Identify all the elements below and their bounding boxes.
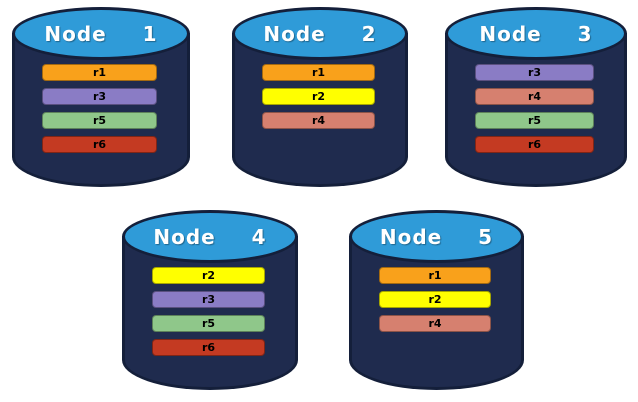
cylinder-top-ellipse: Node 2 (232, 7, 408, 60)
replica-list: r1 r2 r4 (379, 267, 491, 332)
cylinder-top-ellipse: Node 5 (349, 210, 524, 263)
replica-bar-r2: r2 (152, 267, 265, 284)
replica-bar-r5: r5 (475, 112, 594, 129)
replica-bar-r5: r5 (42, 112, 157, 129)
replica-bar-r1: r1 (262, 64, 375, 81)
replica-list: r1 r2 r4 (262, 64, 375, 129)
node-title: Node 5 (379, 224, 494, 249)
replica-bar-r6: r6 (42, 136, 157, 153)
replica-list: r1 r3 r5 r6 (42, 64, 157, 153)
replica-bar-r5: r5 (152, 315, 265, 332)
node-2-cylinder: Node 2 r1 r2 r4 (232, 7, 408, 187)
replica-list: r3 r4 r5 r6 (475, 64, 594, 153)
replica-bar-r4: r4 (379, 315, 491, 332)
node-title: Node 2 (263, 21, 377, 46)
replica-bar-r1: r1 (379, 267, 491, 284)
replica-bar-r3: r3 (42, 88, 157, 105)
node-title: Node 3 (479, 21, 593, 46)
cylinder-top-ellipse: Node 3 (445, 7, 627, 60)
replica-bar-r2: r2 (379, 291, 491, 308)
replica-list: r2 r3 r5 r6 (152, 267, 265, 356)
node-4-cylinder: Node 4 r2 r3 r5 r6 (122, 210, 298, 390)
node-1-cylinder: Node 1 r1 r3 r5 r6 (12, 7, 190, 187)
replica-bar-r1: r1 (42, 64, 157, 81)
node-title: Node 1 (44, 21, 158, 46)
node-title: Node 4 (153, 224, 267, 249)
replica-bar-r6: r6 (152, 339, 265, 356)
node-3-cylinder: Node 3 r3 r4 r5 r6 (445, 7, 627, 187)
replica-bar-r2: r2 (262, 88, 375, 105)
cylinder-top-ellipse: Node 4 (122, 210, 298, 263)
replica-bar-r3: r3 (475, 64, 594, 81)
replica-bar-r6: r6 (475, 136, 594, 153)
replica-bar-r4: r4 (262, 112, 375, 129)
cylinder-top-ellipse: Node 1 (12, 7, 190, 60)
replica-bar-r4: r4 (475, 88, 594, 105)
node-5-cylinder: Node 5 r1 r2 r4 (349, 210, 524, 390)
replica-bar-r3: r3 (152, 291, 265, 308)
